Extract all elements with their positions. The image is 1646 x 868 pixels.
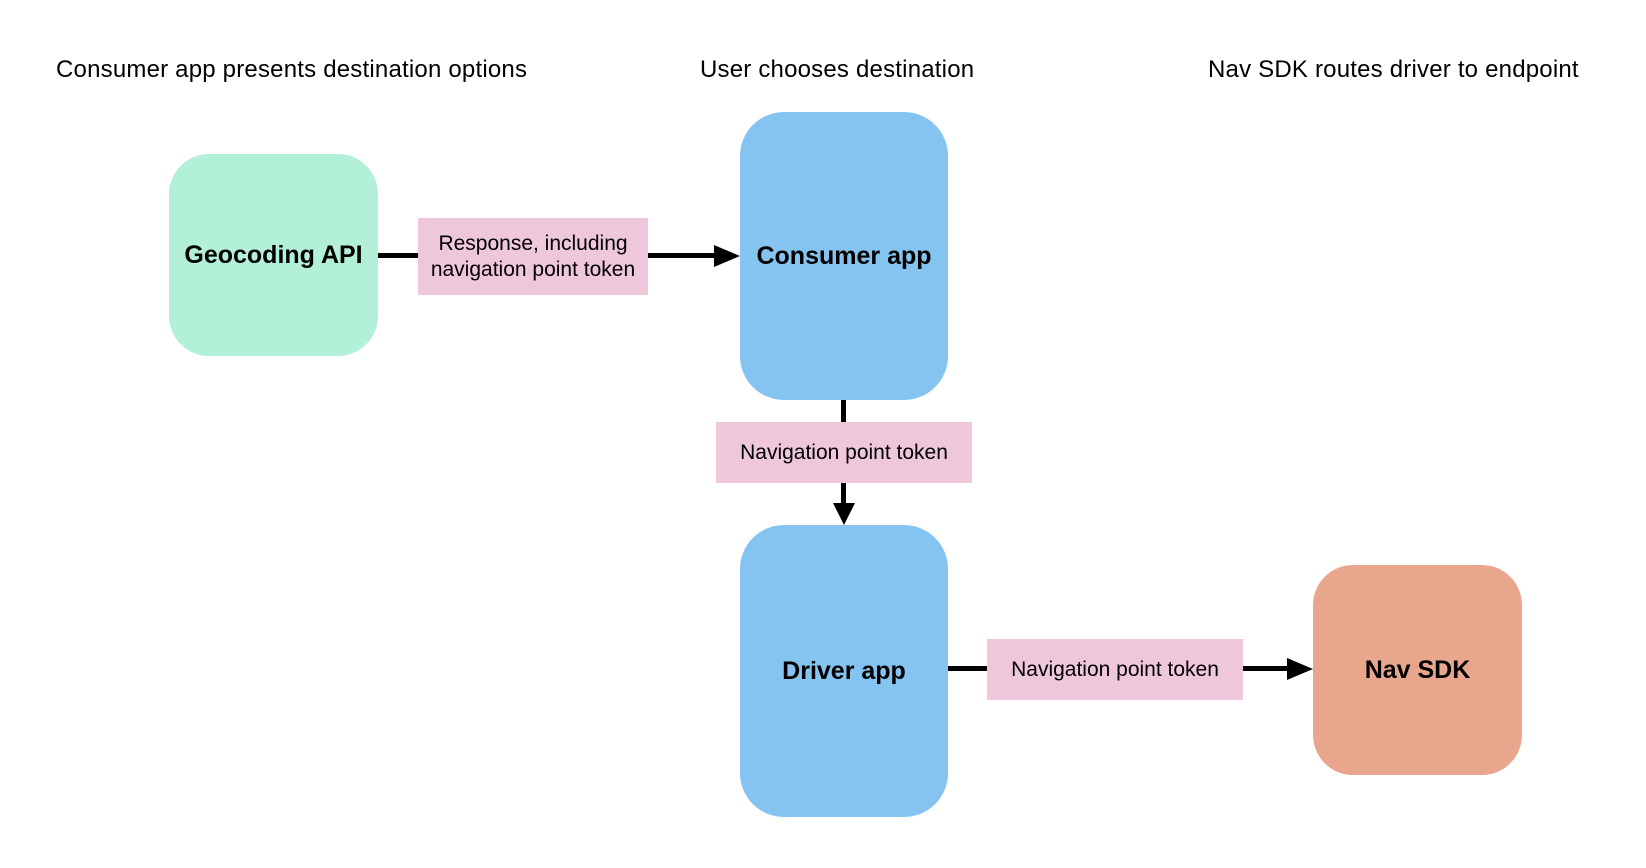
node-label: Driver app xyxy=(782,656,906,685)
column-header-user-chooses: User chooses destination xyxy=(700,56,975,83)
arrow-label-to-navsdk-line xyxy=(1243,666,1287,671)
edge-label-navigation-point-token-1: Navigation point token xyxy=(716,422,972,483)
arrow-driver-to-label-line xyxy=(948,666,987,671)
arrow-geocoding-to-label-line xyxy=(378,253,418,258)
arrowhead-right-icon xyxy=(714,245,740,267)
node-driver-app: Driver app xyxy=(740,525,948,817)
node-label: Consumer app xyxy=(756,241,932,270)
node-label: Geocoding API xyxy=(184,240,363,269)
arrowhead-down-icon xyxy=(833,503,855,525)
edge-label-response-token: Response, including navigation point tok… xyxy=(418,218,648,295)
column-header-consumer-presents: Consumer app presents destination option… xyxy=(56,56,528,83)
arrow-consumer-to-label-line xyxy=(841,400,846,422)
node-nav-sdk: Nav SDK xyxy=(1313,565,1522,775)
node-label: Nav SDK xyxy=(1364,655,1471,684)
edge-label-navigation-point-token-2: Navigation point token xyxy=(987,639,1243,700)
arrow-label-to-driver-line xyxy=(841,483,846,503)
arrow-label-to-consumer-line xyxy=(648,253,714,258)
column-header-nav-sdk-routes: Nav SDK routes driver to endpoint xyxy=(1208,56,1579,83)
arrowhead-right-icon xyxy=(1287,658,1313,680)
node-consumer-app: Consumer app xyxy=(740,112,948,400)
node-geocoding-api: Geocoding API xyxy=(169,154,378,356)
